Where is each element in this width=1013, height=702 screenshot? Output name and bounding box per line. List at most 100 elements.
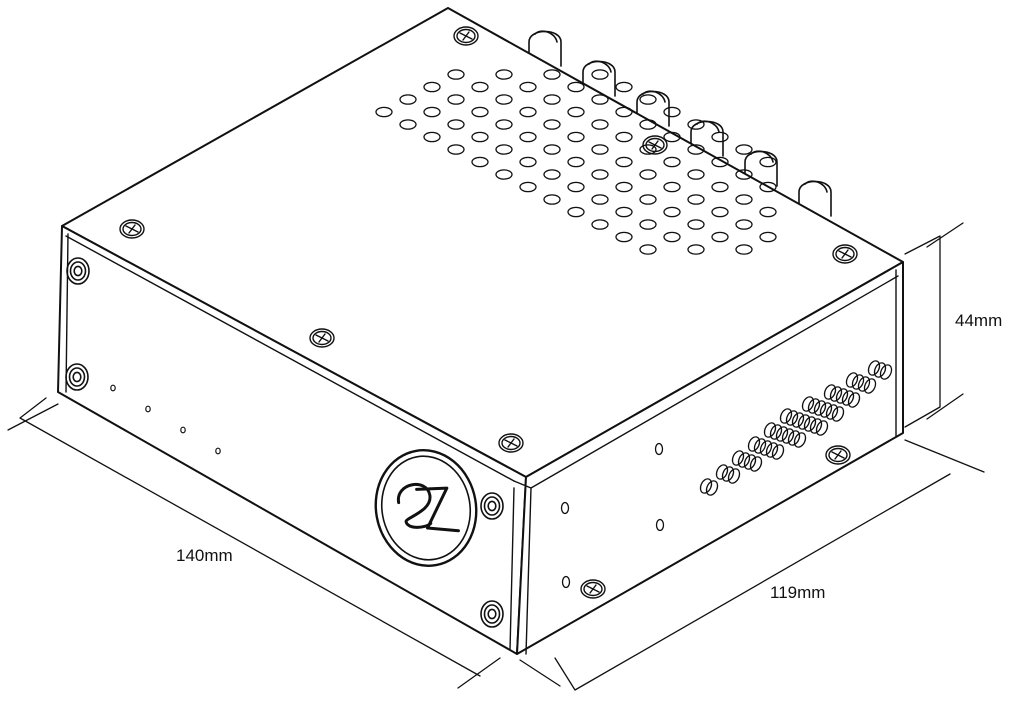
bolt-outer [480, 600, 504, 628]
top-vent-hole [759, 231, 777, 243]
screw-rim [828, 447, 848, 463]
top-vent-hole [591, 69, 609, 80]
side-vent-hole [743, 454, 757, 470]
bolt-outer [65, 363, 89, 391]
depth-dimension-line [519, 439, 985, 691]
side-vent-hole [759, 440, 773, 456]
top-vent-hole [591, 119, 609, 130]
top-vent-hole [639, 169, 657, 180]
top-vent-hole [663, 156, 681, 168]
connector-rim [696, 120, 720, 133]
top-vent-hole [447, 94, 465, 105]
top-vent-hole [591, 194, 609, 205]
screw-rim [312, 330, 332, 346]
bolt-inner [483, 604, 501, 624]
bolt-inner [483, 496, 501, 516]
screw-icon [498, 433, 524, 453]
front-corner-bevel [513, 480, 532, 655]
side-vent-hole [705, 480, 719, 496]
screw-head [453, 26, 479, 46]
mount-hole [561, 575, 571, 589]
screw-icon [642, 135, 668, 155]
bolt-socket [487, 608, 497, 620]
connector-rim [534, 30, 558, 43]
top-vent-hole [687, 219, 705, 230]
top-vent-hole [399, 119, 417, 130]
top-vent-hole [663, 206, 681, 218]
screw-head [119, 219, 145, 239]
side-vent-hole [715, 464, 729, 480]
top-vent-hole [711, 156, 729, 168]
side-vent-hole [749, 456, 763, 472]
bolt-outer [66, 257, 90, 285]
screw-slot [838, 249, 852, 259]
screw-slot [459, 31, 473, 41]
height-dimension-label: 44mm [955, 311, 1002, 330]
top-vent-hole [711, 231, 729, 243]
top-front-bevel [65, 235, 515, 482]
screw-rim [501, 435, 521, 451]
width-dimension-label: 140mm [176, 546, 233, 565]
top-vent-hole [615, 81, 633, 93]
screw-rim [122, 221, 142, 237]
connector-rim [750, 150, 774, 163]
side-vent-hole [809, 418, 823, 434]
screw-slot [831, 450, 845, 460]
screw-head [825, 445, 851, 465]
front-panel-details [65, 257, 504, 628]
top-vent-hole [591, 169, 609, 180]
side-vent-hole [721, 466, 735, 482]
top-vent-hole [471, 81, 489, 93]
screw-head [498, 433, 524, 453]
side-vent-holes [699, 360, 893, 496]
top-vent-hole [471, 156, 489, 168]
top-vent-holes [375, 69, 777, 255]
side-vent-hole [815, 420, 829, 436]
top-vent-hole [639, 244, 657, 255]
top-vent-hole [735, 144, 753, 155]
side-vent-hole [831, 406, 845, 422]
top-vent-hole [687, 169, 705, 180]
mount-hole [655, 518, 665, 532]
height-dimension-line [904, 222, 964, 428]
top-vent-hole [759, 181, 777, 193]
side-vent-hole [765, 442, 779, 458]
top-vent-hole [543, 169, 561, 180]
side-vent-hole [879, 364, 893, 380]
side-vent-hole [845, 372, 859, 388]
screw-rim [456, 28, 476, 44]
top-vent-hole [567, 181, 585, 193]
screw-icon [832, 244, 858, 264]
top-vent-hole [615, 181, 633, 193]
side-vent-hole [873, 362, 887, 378]
screw-slot [315, 333, 329, 343]
top-vent-hole [687, 119, 705, 130]
side-vent-hole [825, 404, 839, 420]
screw-rim [645, 137, 665, 153]
side-vent-hole [731, 450, 745, 466]
side-vent-hole [753, 438, 767, 454]
side-vent-hole [779, 408, 793, 424]
connector-rim [642, 90, 666, 103]
screw-head [580, 579, 606, 599]
top-vent-hole [735, 194, 753, 205]
bolt-socket [73, 265, 83, 277]
front-status-leds [110, 384, 221, 455]
top-vent-hole [495, 144, 513, 155]
screw-head [832, 244, 858, 264]
top-vent-hole [735, 169, 753, 180]
top-vent-hole [615, 131, 633, 143]
screw-icon [119, 219, 145, 239]
top-vent-hole [447, 144, 465, 155]
width-dimension-line [7, 397, 501, 689]
side-vent-hole [787, 430, 801, 446]
top-vent-hole [495, 94, 513, 105]
top-vent-hole [639, 194, 657, 205]
top-vent-hole [663, 181, 681, 193]
ez-logo-badge-icon [374, 449, 478, 567]
side-mount-holes [560, 442, 665, 589]
top-vent-hole [759, 156, 777, 168]
side-vent-hole [763, 422, 777, 438]
top-vent-hole [543, 119, 561, 130]
side-vent-hole [791, 412, 805, 428]
